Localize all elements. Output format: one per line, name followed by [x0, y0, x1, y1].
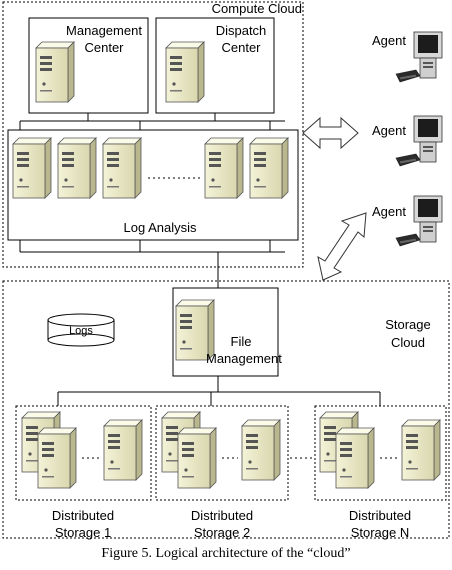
log-server-icon	[57, 137, 97, 199]
logs-database-icon	[47, 313, 115, 347]
management-center-label-line1: Management	[66, 23, 142, 38]
file-management-label-line1: File	[230, 334, 252, 349]
logs-label: Logs	[69, 325, 93, 337]
storage-group-n-label-line1: Distributed	[348, 508, 412, 523]
storage-group-1-label-line1: Distributed	[51, 508, 115, 523]
storage-server-icon	[37, 427, 77, 489]
storage-group-n-box	[314, 405, 447, 501]
compute-cloud-title: Compute Cloud	[211, 1, 302, 16]
storage-group-2-label-line1: Distributed	[190, 508, 254, 523]
storage-server-icon	[335, 427, 375, 489]
storage-group-n-label-line2: Storage N	[350, 525, 410, 540]
storage-cloud-boundary	[2, 280, 450, 539]
storage-group-1-box	[15, 405, 152, 501]
log-server-icon	[102, 137, 142, 199]
dispatch-center-label-line1: Dispatch	[215, 23, 267, 38]
agent-compute-arrow	[302, 116, 359, 150]
storage-group-1-label-line2: Storage 1	[54, 525, 112, 540]
log-server-icon	[249, 137, 289, 199]
log-server-icon	[204, 137, 244, 199]
file-management-label-line2: Management	[206, 351, 282, 366]
dispatch-server-icon	[165, 41, 205, 103]
storage-cloud-title-line1: Storage	[385, 317, 431, 332]
storage-server-icon	[401, 419, 441, 481]
dispatch-center-label-line2: Center	[221, 40, 261, 55]
agent-label: Agent	[372, 123, 406, 138]
log-analysis-label: Log Analysis	[123, 220, 197, 235]
storage-group-2-box	[155, 405, 289, 501]
agent-storage-arrow	[317, 212, 367, 281]
management-center-label-line2: Center	[84, 40, 124, 55]
agent-label: Agent	[372, 33, 406, 48]
storage-group-2-label-line2: Storage 2	[193, 525, 251, 540]
storage-server-icon	[241, 419, 281, 481]
log-server-icon	[12, 137, 52, 199]
figure-caption: Figure 5. Logical architecture of the “c…	[101, 546, 351, 561]
agent-label: Agent	[372, 204, 406, 219]
storage-cloud-title-line2: Cloud	[391, 335, 425, 350]
storage-server-icon	[103, 419, 143, 481]
compute-cloud-boundary	[2, 1, 304, 268]
storage-server-icon	[177, 427, 217, 489]
